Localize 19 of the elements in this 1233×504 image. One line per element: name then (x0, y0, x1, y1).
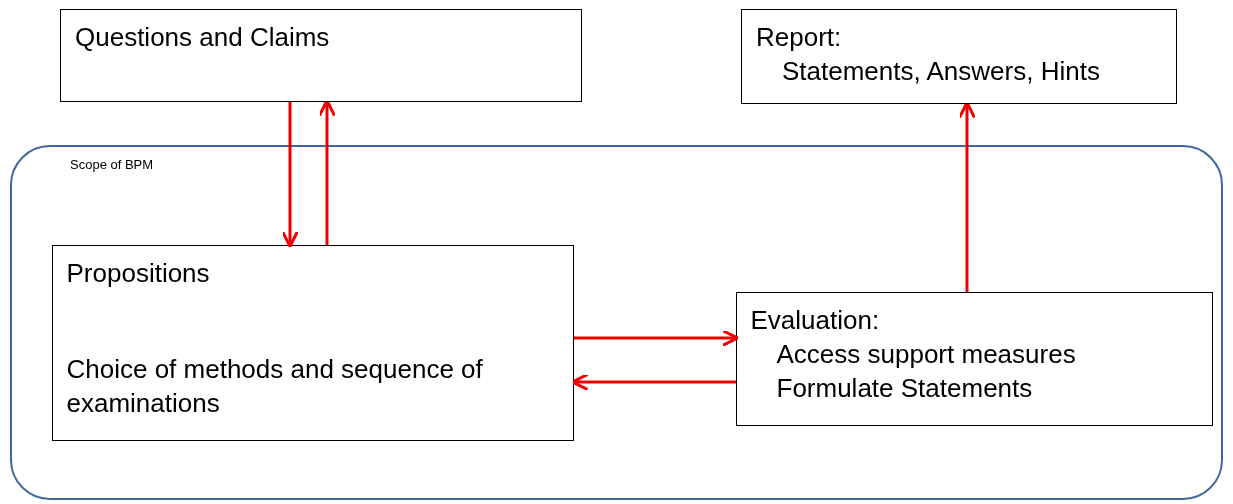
process-box (51, 244, 574, 441)
scope-boundary (10, 145, 1223, 500)
box-title: Propositions (66, 256, 211, 290)
box-text: Statements, Answers, Hints (782, 55, 1101, 88)
box-text: Formulate Statements (776, 371, 1034, 405)
box-title: Evaluation: (750, 303, 881, 337)
box-title: Report: (756, 21, 843, 54)
process-box (735, 291, 1213, 426)
arrow (318, 99, 336, 245)
arrow (281, 102, 299, 248)
box-text: Choice of methods and sequence of examinations (66, 352, 484, 420)
box-text: Access support measures (776, 337, 1077, 371)
arrow (958, 101, 976, 292)
arrow (574, 329, 739, 347)
process-box (60, 9, 582, 102)
scope-label: Scope of BPM (70, 157, 155, 173)
process-box (741, 9, 1177, 104)
box-title: Questions and Claims (75, 21, 331, 54)
arrow (571, 373, 736, 391)
